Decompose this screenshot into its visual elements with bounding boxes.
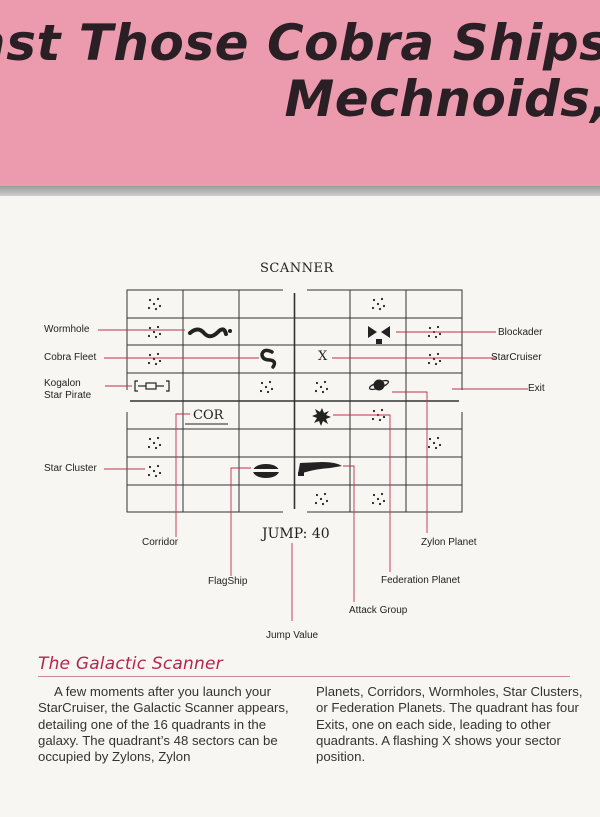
label-jump-value: Jump Value (266, 630, 319, 641)
scanner-title: SCANNER (260, 261, 334, 276)
label-kogalon-line-2: Star Pirate (44, 390, 92, 401)
kogalon-icon (134, 380, 170, 392)
section-rule (38, 676, 570, 677)
star-cluster-icon (259, 380, 274, 394)
star-cluster-icon (427, 325, 442, 339)
section-title: The Galactic Scanner (38, 654, 223, 674)
scanner-diagram (98, 287, 528, 621)
label-exit: Exit (528, 383, 545, 394)
star-cluster-icon (147, 436, 162, 450)
star-cluster-icon (371, 492, 386, 506)
banner-title-line-1: ast Those Cobra Ships, (0, 14, 600, 72)
star-cluster-icon (314, 380, 329, 394)
star-cluster-icon (147, 297, 162, 311)
label-blockader: Blockader (498, 327, 543, 338)
callout-line-flagship (230, 467, 251, 576)
label-star-cluster: Star Cluster (44, 463, 97, 474)
exit-gap-right (459, 390, 465, 412)
exit-gaps (124, 287, 465, 515)
star-cluster-icon (147, 464, 162, 478)
attack-group-icon (312, 408, 331, 426)
wormhole-dot (228, 329, 232, 333)
callout-line-attack-group (343, 465, 355, 602)
header-banner: ast Those Cobra Ships, Mechnoids, (0, 0, 600, 186)
body-column-1: A few moments after you launch your Star… (38, 684, 289, 765)
jump-readout: JUMP: 40 (262, 526, 330, 542)
star-cluster-icon (427, 436, 442, 450)
star-cluster-icon (427, 352, 442, 366)
banner-title-line-2: Mechnoids, (284, 70, 600, 128)
exit-gap-left (124, 390, 130, 412)
flagship-icon (253, 464, 279, 478)
star-cluster-icon (314, 492, 329, 506)
banner-shadow (0, 186, 600, 196)
label-corridor: Corridor (142, 537, 179, 548)
exit-gap-top (283, 287, 307, 293)
scanner-grid (126, 289, 463, 513)
label-flagship: FlagShip (208, 576, 248, 587)
cobra-fleet-icon (260, 348, 277, 369)
callout-lines (98, 329, 528, 621)
star-cluster-icon (147, 325, 162, 339)
exit-gap-bottom (283, 509, 307, 515)
blockader-icon (368, 326, 390, 344)
wormhole-icon (188, 327, 228, 339)
federation-ship-icon (298, 462, 342, 476)
callout-line-federation-planet (333, 414, 391, 572)
label-attack-group: Attack Group (349, 605, 408, 616)
label-zylon-planet: Zylon Planet (421, 537, 477, 548)
label-kogalon-line-1: Kogalon (44, 378, 81, 389)
zylon-planet-icon (368, 379, 390, 391)
label-starcruiser: StarCruiser (491, 352, 542, 363)
starcruiser-position-marker: X (318, 349, 328, 364)
star-cluster-icon (371, 297, 386, 311)
body-column-2: Planets, Corridors, Wormholes, Star Clus… (316, 684, 583, 765)
label-federation-planet: Federation Planet (381, 575, 460, 586)
label-wormhole: Wormhole (44, 324, 90, 335)
label-cobra-fleet: Cobra Fleet (44, 352, 97, 363)
callout-line-zylon-planet (392, 391, 428, 533)
callout-line-corridor (175, 413, 190, 537)
star-clusters (147, 297, 442, 506)
corridor-marker: COR (193, 408, 224, 423)
star-cluster-icon (147, 352, 162, 366)
